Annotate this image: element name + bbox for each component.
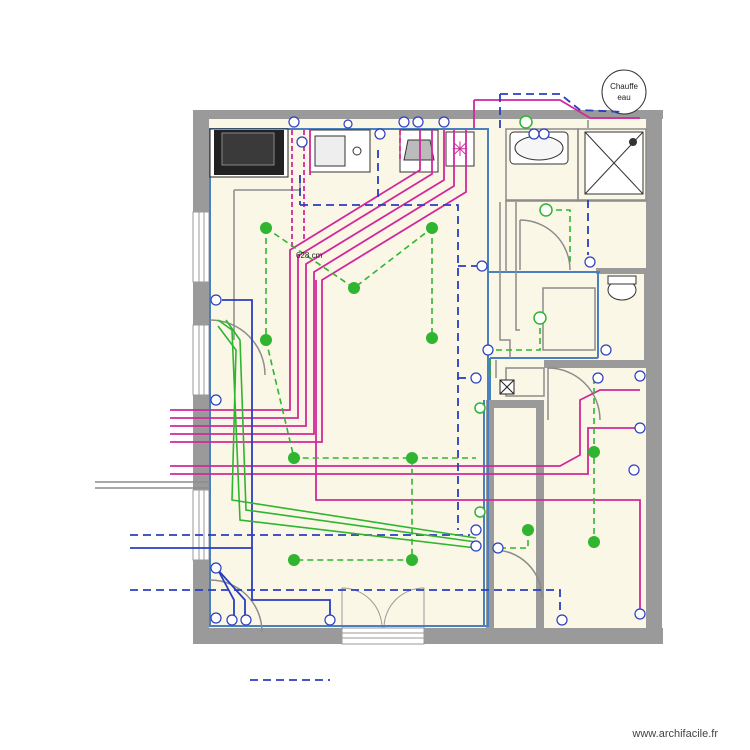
outlet [538,128,550,140]
outlet [438,116,450,128]
ceiling-light [522,524,534,536]
network-circuits [130,93,625,681]
room-outlines [209,128,647,633]
left-wall-windows [192,211,210,561]
outlet [556,614,568,626]
light-points [260,115,600,566]
ceiling-light [588,446,600,458]
footer-brand[interactable]: www.archifacile.fr [632,728,718,740]
ceiling-light [406,554,418,566]
outlet [528,128,540,140]
ceiling-light [348,282,360,294]
outlet [210,394,222,406]
outlet [470,524,482,536]
grey-cables [95,120,589,489]
ceiling-light [426,332,438,344]
outlet [324,614,336,626]
outlet [592,372,604,384]
wall-light [539,203,553,217]
ceiling-light [288,452,300,464]
wall-light [474,506,486,518]
outlet [492,542,504,554]
outlet [226,614,238,626]
outlet [470,372,482,384]
outlet [476,260,488,272]
outlet [398,116,410,128]
outlet [584,256,596,268]
inner-walls [486,268,646,628]
outlet [343,119,353,129]
water-heater-label-2: eau [617,93,630,102]
floor [203,118,653,638]
ceiling-light [406,452,418,464]
ceiling-light [260,222,272,234]
power-circuits-dashed [291,130,401,250]
bathroom-fixtures [509,131,644,301]
outlet [482,344,494,356]
wall-light [519,115,533,129]
outlet [288,116,300,128]
kitchen-fixtures: ✳ [209,128,475,178]
outlet [628,464,640,476]
outlets [210,116,646,626]
svg-text:✳: ✳ [452,137,469,161]
outlet [240,614,252,626]
network-circuits-solid [130,299,331,616]
outlet [470,540,482,552]
wall-light [474,402,486,414]
electrical-panel [499,379,515,395]
water-heater-label-1: Chauffe [610,82,638,91]
wall-light [533,311,547,325]
power-circuits [170,99,641,612]
ceiling-light [426,222,438,234]
outlet [210,294,222,306]
outlet [634,422,646,434]
outlet [296,136,308,148]
outlet [374,128,386,140]
ceiling-light [588,536,600,548]
outlet [210,562,222,574]
outlet [600,344,612,356]
outlet [210,612,222,624]
ceiling-light [288,554,300,566]
entry-door [341,587,425,645]
water-heater: Chauffe eau [601,69,647,115]
lighting-circuits-dashed [265,209,595,561]
ceiling-light [260,334,272,346]
dimension-label: 628 cm [296,251,323,260]
outlet [634,370,646,382]
lighting-circuits [217,319,477,549]
outlet [634,608,646,620]
outlet [412,116,424,128]
